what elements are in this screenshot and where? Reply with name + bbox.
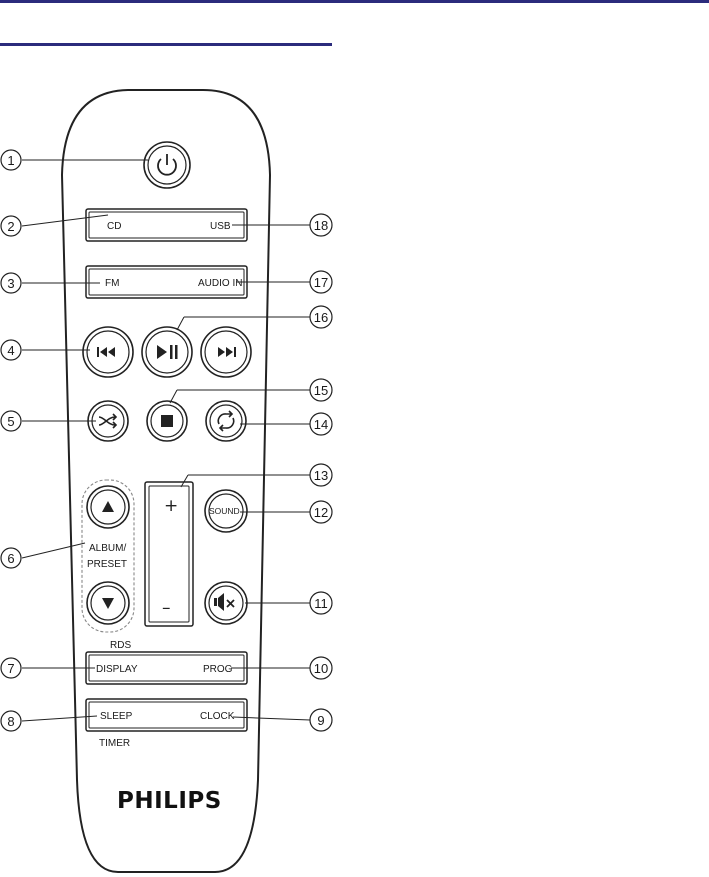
mute-icon — [214, 593, 235, 611]
play-pause-icon — [157, 345, 178, 359]
sleep-label: SLEEP — [100, 711, 133, 722]
previous-button[interactable] — [82, 326, 134, 378]
callout-badge: 9 — [309, 708, 333, 732]
audio-in-button[interactable]: AUDIO IN — [198, 278, 242, 289]
clock-label: CLOCK — [200, 711, 235, 722]
previous-icon — [97, 347, 115, 357]
album-up-button[interactable] — [86, 485, 130, 529]
fm-label: FM — [105, 278, 119, 289]
remote-body — [60, 89, 272, 873]
callout-badge: 10 — [309, 656, 333, 680]
up-arrow-icon — [102, 501, 114, 512]
callout-badge: 2 — [0, 215, 22, 237]
svg-text:15: 15 — [314, 383, 328, 398]
next-icon — [218, 347, 236, 357]
callouts-left: 1 2 3 4 5 6 7 8 — [0, 149, 22, 732]
cd-label: CD — [107, 221, 121, 232]
callout-badge: 11 — [309, 591, 333, 615]
fm-button[interactable]: FM — [105, 278, 119, 289]
section-rule — [0, 43, 332, 46]
svg-text:4: 4 — [7, 343, 14, 358]
stop-icon — [161, 415, 173, 427]
callout-badge: 4 — [0, 339, 22, 361]
callout-badge: 1 — [0, 149, 22, 171]
callout-badge: 5 — [0, 410, 22, 432]
shuffle-icon — [98, 413, 118, 429]
display-button[interactable]: DISPLAY — [96, 664, 138, 675]
svg-text:6: 6 — [7, 551, 14, 566]
callout-badge: 3 — [0, 272, 22, 294]
volume-plus-label: + — [164, 496, 178, 516]
sleep-clock-bar — [85, 698, 248, 732]
prog-button[interactable]: PROG — [203, 664, 233, 675]
svg-text:13: 13 — [314, 468, 328, 483]
svg-text:11: 11 — [314, 596, 328, 611]
svg-text:8: 8 — [7, 714, 14, 729]
callout-badge: 15 — [309, 378, 333, 402]
callout-badge: 8 — [0, 710, 22, 732]
callout-badge: 7 — [0, 657, 22, 679]
svg-text:18: 18 — [314, 218, 328, 233]
brand-logo: PHILIPS — [117, 788, 222, 814]
svg-text:9: 9 — [317, 713, 324, 728]
svg-text:17: 17 — [314, 275, 328, 290]
volume-rocker[interactable] — [144, 481, 194, 627]
sleep-button[interactable]: SLEEP — [100, 711, 133, 722]
svg-text:12: 12 — [314, 505, 328, 520]
callout-badge: 18 — [309, 213, 333, 237]
svg-text:16: 16 — [314, 310, 328, 325]
usb-button[interactable]: USB — [210, 221, 231, 232]
callout-badge: 16 — [309, 305, 333, 329]
cd-button[interactable]: CD — [107, 221, 121, 232]
timer-label: TIMER — [99, 738, 130, 749]
display-label: DISPLAY — [96, 664, 138, 675]
power-icon — [157, 154, 177, 176]
leader-lines — [21, 159, 311, 722]
callout-badge: 12 — [309, 500, 333, 524]
usb-label: USB — [210, 221, 231, 232]
svg-text:10: 10 — [314, 661, 328, 676]
svg-text:2: 2 — [7, 219, 14, 234]
preset-label: PRESET — [87, 559, 127, 570]
callout-badge: 6 — [0, 547, 22, 569]
down-arrow-icon — [102, 598, 114, 609]
svg-text:7: 7 — [7, 661, 14, 676]
mute-button[interactable] — [204, 581, 248, 625]
prog-label: PROG — [203, 664, 233, 675]
repeat-button[interactable] — [205, 400, 247, 442]
album-preset-group — [81, 479, 135, 633]
audio-in-label: AUDIO IN — [198, 278, 242, 289]
callout-badge: 17 — [309, 270, 333, 294]
svg-text:14: 14 — [314, 417, 328, 432]
top-rule — [0, 0, 709, 3]
fm-audioin-bar — [85, 265, 248, 299]
album-down-button[interactable] — [86, 581, 130, 625]
repeat-icon — [217, 410, 235, 432]
rds-label: RDS — [110, 640, 131, 651]
clock-button[interactable]: CLOCK — [200, 711, 235, 722]
sound-button[interactable]: SOUND — [204, 489, 248, 533]
play-pause-button[interactable] — [141, 326, 193, 378]
next-button[interactable] — [200, 326, 252, 378]
svg-text:3: 3 — [7, 276, 14, 291]
callout-badge: 14 — [309, 412, 333, 436]
svg-text:1: 1 — [7, 153, 14, 168]
album-label: ALBUM/ — [89, 543, 126, 554]
volume-minus-label: – — [162, 598, 171, 618]
stop-button[interactable] — [146, 400, 188, 442]
sound-label: SOUND — [209, 506, 240, 516]
callout-badge: 13 — [309, 463, 333, 487]
callouts-right: 18 17 16 15 14 13 12 11 10 9 — [309, 213, 333, 732]
power-button[interactable] — [143, 141, 191, 189]
svg-text:5: 5 — [7, 414, 14, 429]
